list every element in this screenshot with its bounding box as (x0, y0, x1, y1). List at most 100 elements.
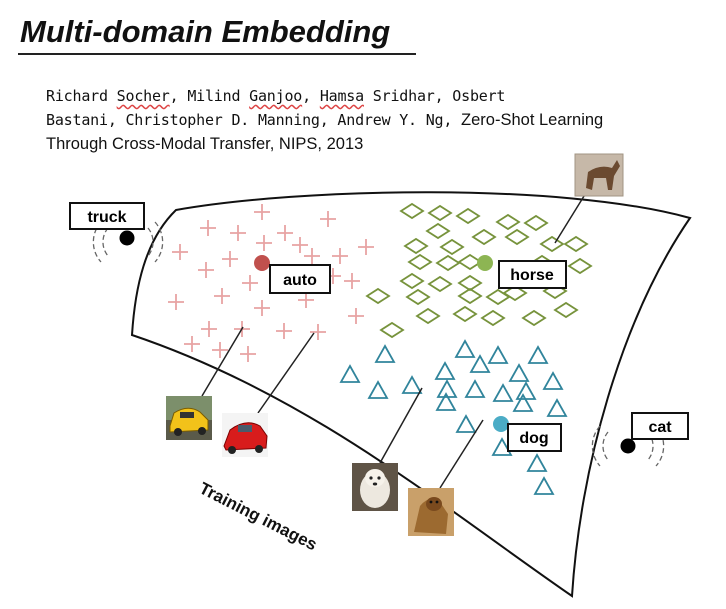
auto-data-point (222, 251, 238, 267)
citation-text: , (302, 87, 320, 105)
citation-author-name: Socher (116, 87, 170, 105)
auto-data-point (254, 204, 270, 220)
horse-data-point (563, 235, 589, 253)
horse-data-point (457, 287, 483, 305)
citation-line-3: Through Cross-Modal Transfer, NIPS, 2013 (46, 135, 364, 153)
auto-data-point (184, 336, 200, 352)
dog-data-point (491, 437, 513, 456)
citation-text: , Milind (169, 87, 250, 105)
dog-data-point (464, 379, 486, 398)
auto-data-point (254, 300, 270, 316)
horse-data-point (455, 207, 481, 225)
auto-data-point (310, 324, 326, 340)
cat-label: cat (648, 419, 672, 436)
auto-data-point (332, 248, 348, 264)
dog-data-point (533, 476, 555, 495)
truck-label-box (69, 202, 145, 230)
dog-cluster (339, 339, 568, 495)
horse-data-point (471, 228, 497, 246)
auto-data-point (358, 239, 374, 255)
auto-label: auto (283, 272, 317, 289)
dog-word-vector-dot (493, 416, 509, 432)
auto-data-point (298, 292, 314, 308)
auto-data-point (320, 211, 336, 227)
citation-text: Richard (46, 87, 117, 105)
dog-data-point (434, 361, 456, 380)
dog-data-point (469, 354, 491, 373)
auto-data-point (256, 235, 272, 251)
dog-data-point (512, 393, 534, 412)
horse-data-point (403, 237, 429, 255)
thumbnail-yellow-car (166, 396, 212, 440)
horse-data-point (553, 301, 579, 319)
thumbnail-brown-dog (408, 488, 454, 536)
truck-label: truck (87, 209, 126, 226)
auto-data-point (304, 248, 320, 264)
auto-word-vector-dot (254, 255, 270, 271)
horse-data-point (405, 288, 431, 306)
auto-cluster (168, 204, 374, 362)
citation-line-1: Richard Socher, Milind Ganjoo, Hamsa Sri… (46, 84, 505, 108)
slide-title: Multi-domain Embedding (20, 14, 391, 49)
auto-data-point (214, 288, 230, 304)
auto-data-point (200, 220, 216, 236)
auto-data-point (240, 346, 256, 362)
horse-data-point (457, 274, 483, 292)
citation-paper-title: Zero-Shot Learning (461, 111, 604, 129)
horse-label-box (498, 260, 567, 289)
horse-data-point (415, 307, 441, 325)
dog-data-point (367, 380, 389, 399)
auto-data-point (212, 342, 228, 358)
horse-data-point (427, 204, 453, 222)
horse-data-point (439, 238, 465, 256)
auto-data-point (348, 308, 364, 324)
auto-data-point (276, 323, 292, 339)
connector-line (201, 326, 244, 397)
auto-data-point (172, 244, 188, 260)
auto-data-point (168, 294, 184, 310)
auto-label-box (269, 264, 331, 294)
dog-data-point (339, 364, 361, 383)
dog-label-box (507, 423, 562, 452)
connector-line (439, 419, 484, 489)
cat-label-box (631, 412, 689, 440)
citation-line-2: Bastani, Christopher D. Manning, Andrew … (46, 108, 603, 132)
dog-data-point (374, 344, 396, 363)
auto-data-point (201, 321, 217, 337)
auto-data-point (277, 225, 293, 241)
auto-data-point (230, 225, 246, 241)
dog-data-point (508, 363, 530, 382)
thumbnail-horse (574, 153, 624, 197)
horse-data-point (425, 222, 451, 240)
dog-data-point (455, 414, 477, 433)
dog-data-point (435, 392, 457, 411)
dog-data-point (487, 345, 509, 364)
connector-line (257, 332, 315, 414)
horse-data-point (452, 305, 478, 323)
dog-data-point (542, 371, 564, 390)
horse-label: horse (510, 267, 554, 284)
horse-data-point (379, 321, 405, 339)
horse-data-point (567, 257, 593, 275)
citation-text: Sridhar, Osbert (363, 87, 506, 105)
thumbnail-red-car (222, 413, 268, 457)
horse-cluster (365, 202, 593, 339)
dog-label: dog (519, 430, 548, 447)
horse-data-point (480, 309, 506, 327)
horse-data-point (399, 272, 425, 290)
horse-data-point (495, 213, 521, 231)
horse-data-point (523, 214, 549, 232)
dog-data-point (401, 375, 423, 394)
horse-data-point (521, 309, 547, 327)
connector-line (554, 187, 590, 244)
thumbnail-white-dog (352, 463, 398, 511)
title-underline (18, 53, 416, 55)
dog-data-point (527, 345, 549, 364)
horse-data-point (399, 202, 425, 220)
dog-data-point (526, 453, 548, 472)
auto-data-point (198, 262, 214, 278)
citation-author-name: Ganjoo (249, 87, 303, 105)
horse-word-vector-dot (477, 255, 493, 271)
auto-data-point (344, 273, 360, 289)
